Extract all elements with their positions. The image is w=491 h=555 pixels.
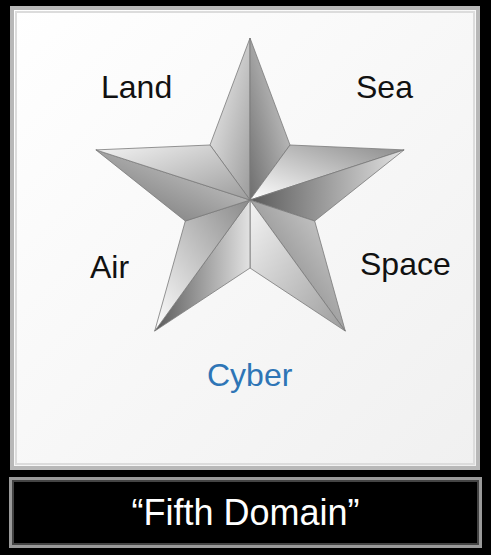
- domain-label: Air: [90, 250, 129, 285]
- domain-label: Sea: [356, 70, 413, 105]
- panel: [12, 8, 478, 468]
- domain-label: Land: [101, 70, 172, 105]
- domain-label: Cyber: [207, 358, 292, 393]
- domain-label: Space: [360, 247, 451, 282]
- caption-text: “Fifth Domain”: [131, 492, 359, 534]
- caption-band: “Fifth Domain”: [9, 477, 482, 548]
